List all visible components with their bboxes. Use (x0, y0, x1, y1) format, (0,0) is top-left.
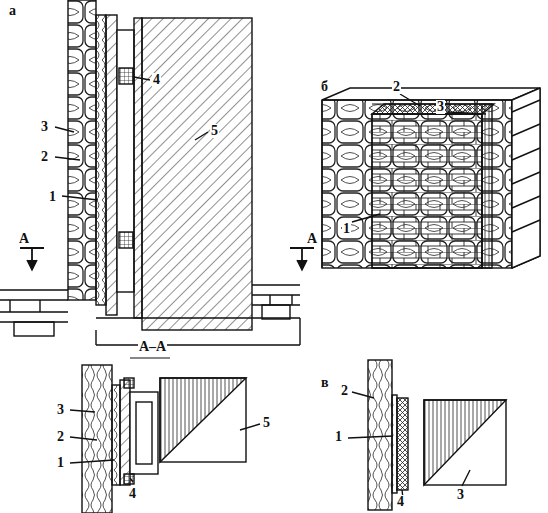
section-mark: А (306, 232, 318, 246)
callout-number: 5 (262, 416, 271, 430)
part-letter: а (8, 4, 17, 18)
part-letter: в (320, 376, 330, 390)
callout-number: 4 (128, 487, 137, 501)
callout-number: 1 (56, 456, 65, 470)
callout-number: 3 (40, 120, 49, 134)
callout-number: 1 (342, 222, 351, 236)
callout-number: 1 (334, 430, 343, 444)
callout-number: 4 (152, 73, 161, 87)
section-mark: А (18, 232, 30, 246)
callout-number: 3 (56, 403, 65, 417)
part-letter: б (320, 80, 329, 94)
callout-number: 2 (340, 384, 349, 398)
callout-number: 2 (56, 430, 65, 444)
callout-number: 1 (48, 190, 57, 204)
callout-number: 3 (436, 100, 445, 114)
callout-number: 5 (210, 124, 219, 138)
callout-number: 3 (456, 488, 465, 502)
callout-number: 2 (40, 150, 49, 164)
callout-number: 2 (392, 80, 401, 94)
section-title: А–А (138, 340, 167, 354)
callout-number: 4 (396, 495, 405, 509)
